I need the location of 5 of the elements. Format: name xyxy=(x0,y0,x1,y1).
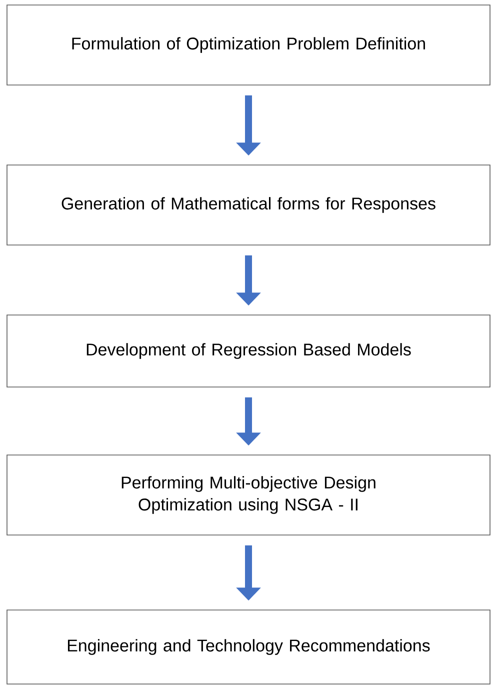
process-box: Engineering and Technology Recommendations xyxy=(6,610,490,684)
process-box: Formulation of Optimization Problem Definition xyxy=(6,4,490,86)
process-box: Performing Multi-objective Design Optimization using NSGA - II xyxy=(6,454,490,536)
process-box: Development of Regression Based Models xyxy=(6,314,490,388)
process-box: Generation of Mathematical forms for Responses xyxy=(6,164,490,246)
